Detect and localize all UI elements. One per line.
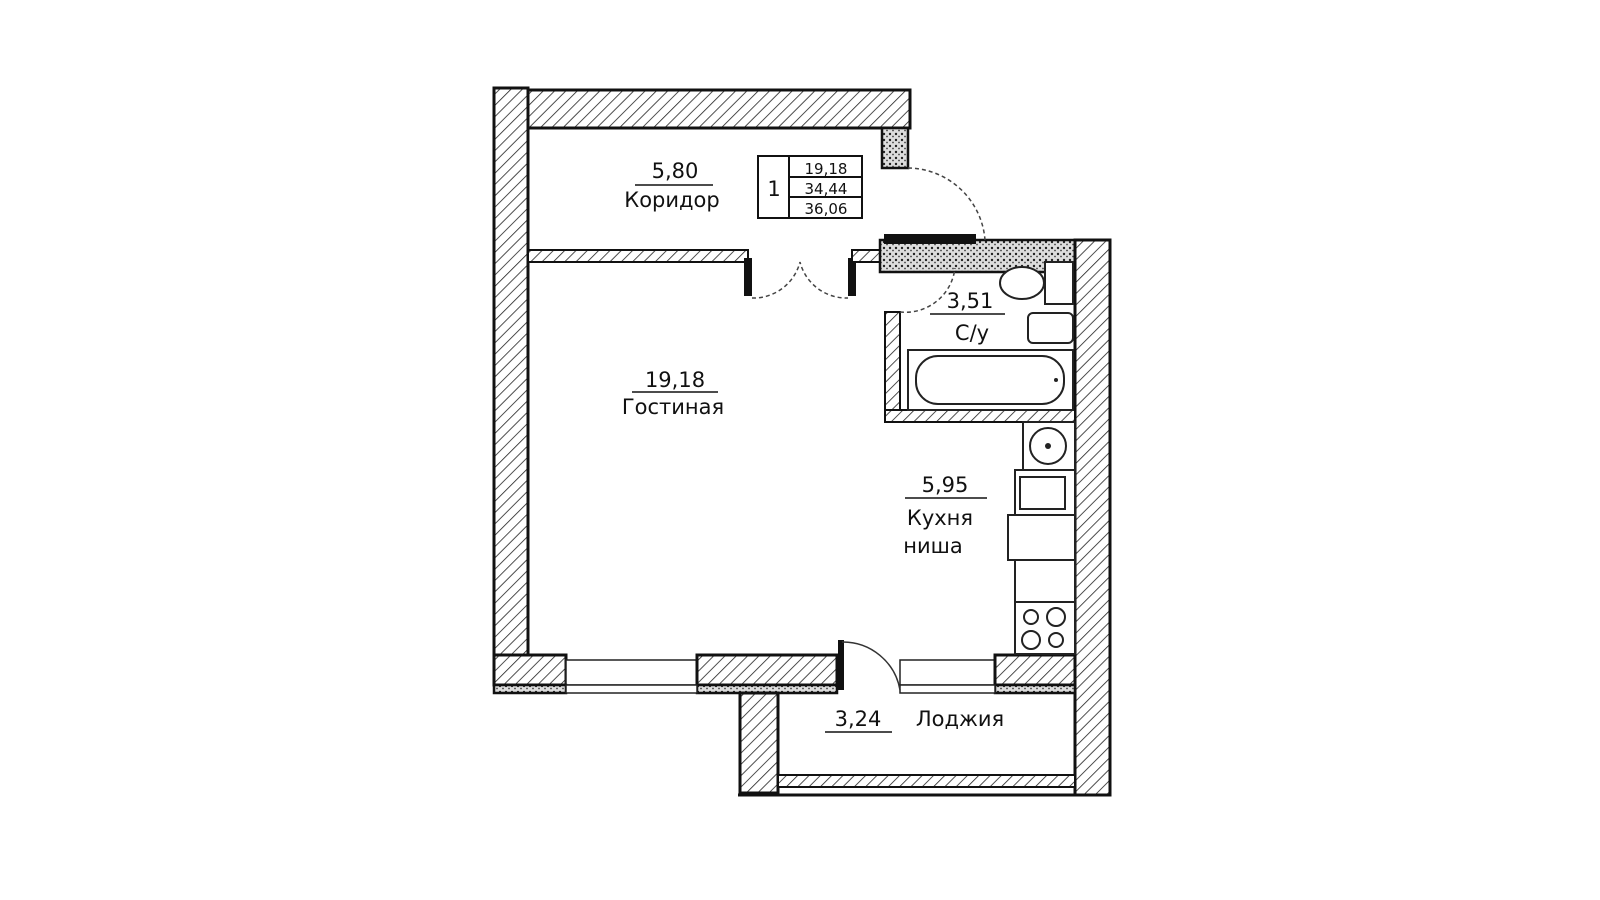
fixtures [907, 261, 1076, 655]
corridor-partition-left [527, 249, 749, 263]
loggia-door-jamb [838, 640, 844, 690]
counter-segment [1014, 559, 1076, 603]
bottom-wall [492, 653, 568, 687]
total-area-with-loggia: 36,06 [805, 200, 848, 218]
right-wall [1073, 238, 1112, 797]
apartment-summary-box: 1 19,18 34,44 36,06 [757, 155, 863, 219]
bathroom-wall [884, 311, 901, 423]
bathtub-icon [915, 355, 1065, 405]
living-area: 19,18 [805, 160, 848, 178]
washbasin-icon [1027, 312, 1074, 344]
toilet-icon [999, 266, 1045, 300]
bathroom-area: 3,51 [947, 289, 994, 313]
toilet-tank [1044, 261, 1074, 305]
living-room-area: 19,18 [645, 368, 705, 392]
double-door-swing [751, 259, 849, 299]
bathroom-bottom-wall [884, 409, 1076, 423]
window [565, 659, 698, 686]
window-sill [899, 684, 996, 694]
loggia-left-wall [738, 691, 780, 795]
door-jamb [848, 258, 856, 296]
loggia-name: Лоджия [916, 707, 1004, 731]
bottom-wall [695, 653, 839, 687]
loggia-bottom-wall [777, 774, 1076, 788]
parapet [492, 683, 568, 695]
top-wall [526, 88, 912, 130]
kitchen-name: Кухня [907, 506, 973, 530]
walls [492, 86, 1112, 797]
doors [751, 167, 986, 691]
entrance-door-swing [907, 167, 986, 241]
corridor-name: Коридор [624, 188, 719, 212]
bathroom-name: С/у [955, 321, 989, 345]
bottom-wall [993, 653, 1077, 687]
kitchen-name-line2: ниша [903, 534, 962, 558]
loggia-area: 3,24 [835, 707, 882, 731]
counter-segment [1007, 514, 1076, 561]
kitchen-sink-icon [1019, 476, 1066, 510]
parapet [993, 683, 1077, 695]
bathroom-door-swing [899, 267, 956, 314]
room-labels: 5,80 Коридор 19,18 Гостиная 3,51 С/у 5,9… [622, 159, 1005, 733]
left-wall [492, 86, 530, 680]
shaft-cap [884, 234, 976, 244]
total-area: 34,44 [805, 180, 848, 198]
window [899, 659, 996, 686]
loggia-door-swing [841, 641, 901, 691]
living-room-name: Гостиная [622, 395, 724, 419]
room-count: 1 [767, 177, 780, 201]
window-sill [565, 684, 698, 694]
door-jamb [744, 258, 752, 296]
column-block [880, 126, 910, 170]
corridor-partition-right [851, 249, 883, 263]
corridor-area: 5,80 [652, 159, 699, 183]
kitchen-area: 5,95 [922, 473, 969, 497]
